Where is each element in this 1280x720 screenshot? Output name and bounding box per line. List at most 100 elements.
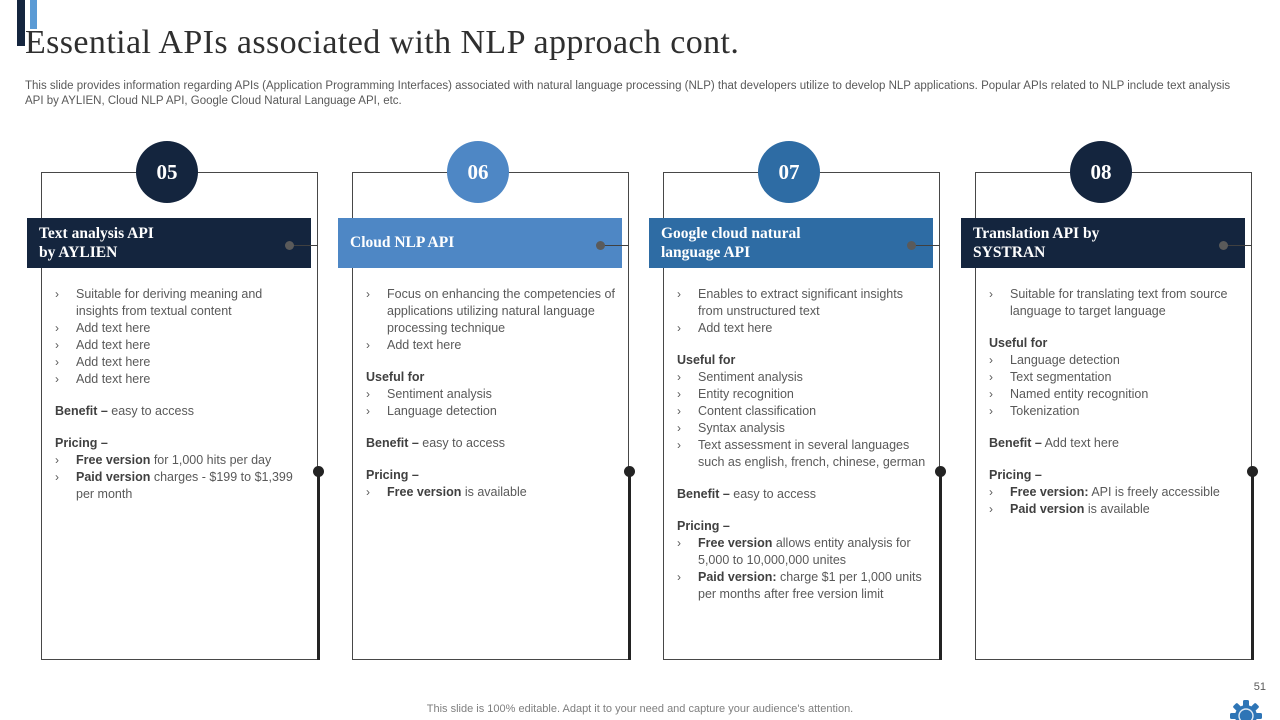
bullet-item: › Add text here <box>55 337 307 354</box>
chevron-bullet-icon: › <box>55 470 59 484</box>
bullet-text: Free version: API is freely accessible <box>1010 485 1220 499</box>
section-label: Benefit – Add text here <box>989 436 1119 450</box>
bullet-item: ›Text segmentation <box>989 369 1241 386</box>
chevron-bullet-icon: › <box>677 370 681 384</box>
bullet-text: Free version for 1,000 hits per day <box>76 453 272 467</box>
chevron-bullet-icon: › <box>989 370 993 384</box>
bullet-item: ›Free version: API is freely accessible <box>989 484 1241 501</box>
slide-subtitle: This slide provides information regardin… <box>25 80 1231 107</box>
bullet-group: ›Sentiment analysis›Entity recognition›C… <box>677 369 929 471</box>
bullet-group: › Free version is available <box>366 484 618 501</box>
connector-dot <box>907 241 916 250</box>
section-label: Pricing – <box>366 467 618 484</box>
bullet-text: Paid version is available <box>1010 502 1150 516</box>
card-content: › Focus on enhancing the competencies of … <box>366 286 618 501</box>
bullet-text: Named entity recognition <box>1010 387 1149 401</box>
card-number-badge: 08 <box>1070 141 1132 203</box>
bullet-group: ›Sentiment analysis›Language detection <box>366 386 618 420</box>
bullet-item: ›Content classification <box>677 403 929 420</box>
chevron-bullet-icon: › <box>55 372 59 386</box>
bullet-text: Language detection <box>387 404 497 418</box>
chevron-bullet-icon: › <box>55 355 59 369</box>
bullet-item: ›Tokenization <box>989 403 1241 420</box>
section-label: Useful for <box>366 369 618 386</box>
bullet-item: › Focus on enhancing the competencies of … <box>366 286 618 337</box>
pin-line <box>317 472 320 660</box>
bullet-text: Suitable for translating text from sourc… <box>1010 287 1228 318</box>
bullet-text: Focus on enhancing the competencies of a… <box>387 287 615 335</box>
connector-dot <box>285 241 294 250</box>
bullet-text: Enables to extract significant insights … <box>698 287 903 318</box>
chevron-bullet-icon: › <box>989 287 993 301</box>
bullet-item: › Enables to extract significant insights… <box>677 286 929 320</box>
section-label: Useful for <box>989 335 1241 352</box>
pin-dot <box>935 466 946 477</box>
bullet-group: › Focus on enhancing the competencies of … <box>366 286 618 354</box>
bullet-item: › Suitable for deriving meaning and insig… <box>55 286 307 320</box>
chevron-bullet-icon: › <box>366 404 370 418</box>
chevron-bullet-icon: › <box>677 536 681 550</box>
card-title-line: Google cloud natural <box>661 224 801 242</box>
bullet-text: Syntax analysis <box>698 421 785 435</box>
bullet-text: Paid version: charge $1 per 1,000 units … <box>698 570 922 601</box>
chevron-bullet-icon: › <box>55 338 59 352</box>
card-title-bar: Cloud NLP API <box>338 218 622 268</box>
bullet-item: › Syntax analysis <box>677 420 929 437</box>
chevron-bullet-icon: › <box>366 287 370 301</box>
bullet-text-bold: Free version <box>387 485 462 499</box>
card-number-badge: 06 <box>447 141 509 203</box>
chevron-bullet-icon: › <box>55 321 59 335</box>
connector-dot <box>596 241 605 250</box>
section-label: Pricing – <box>55 435 307 452</box>
bullet-item: ›Paid version is available <box>989 501 1241 518</box>
bullet-group: › Suitable for deriving meaning and insig… <box>55 286 307 388</box>
bullet-text: Free version is available <box>387 485 527 499</box>
bullet-item: ›Entity recognition <box>677 386 929 403</box>
card-number-badge: 05 <box>136 141 198 203</box>
chevron-bullet-icon: › <box>366 338 370 352</box>
bullet-text: Suitable for deriving meaning and insigh… <box>76 287 263 318</box>
bullet-item: › Add text here <box>55 320 307 337</box>
section-label-bold: Pricing – <box>989 468 1042 482</box>
chevron-bullet-icon: › <box>366 485 370 499</box>
section-label: Benefit – easy to access <box>366 436 505 450</box>
bullet-text: Text assessment in several languages suc… <box>698 438 926 469</box>
bullet-item: ›Free version for 1,000 hits per day <box>55 452 307 469</box>
card-content: › Suitable for translating text from sour… <box>989 286 1241 518</box>
accent-bar-light <box>30 0 37 29</box>
bullet-item: ›Sentiment analysis <box>677 369 929 386</box>
bullet-item: ›Named entity recognition <box>989 386 1241 403</box>
card-content: › Enables to extract significant insights… <box>677 286 929 603</box>
card-title-line: language API <box>661 244 751 261</box>
section-label: Pricing – <box>989 467 1241 484</box>
bullet-text: Add text here <box>76 372 151 386</box>
chevron-bullet-icon: › <box>677 404 681 418</box>
bullet-item: › Text assessment in several languages su… <box>677 437 929 471</box>
bullet-text: Add text here <box>76 321 151 335</box>
card-title-line: Text analysis API <box>39 224 154 242</box>
pin-dot <box>1247 466 1258 477</box>
bullet-group: › Free version allows entity analysis for… <box>677 535 929 603</box>
pin-line <box>1251 472 1254 660</box>
chevron-bullet-icon: › <box>677 287 681 301</box>
section-label: Benefit – easy to access <box>55 404 194 418</box>
bullet-text-bold: Paid version <box>76 470 151 484</box>
chevron-bullet-icon: › <box>677 438 681 452</box>
pin-line <box>939 472 942 660</box>
section-label: Pricing – <box>677 518 929 535</box>
bullet-item: › Language detection <box>366 403 618 420</box>
page-number: 51 <box>1253 681 1266 693</box>
bullet-text: Free version allows entity analysis for … <box>698 536 911 567</box>
bullet-text: Add text here <box>76 338 151 352</box>
bullet-text-bold: Free version: <box>1010 485 1089 499</box>
chevron-bullet-icon: › <box>677 421 681 435</box>
bullet-item: › Add text here <box>55 371 307 388</box>
chevron-bullet-icon: › <box>55 287 59 301</box>
pin-line <box>628 472 631 660</box>
